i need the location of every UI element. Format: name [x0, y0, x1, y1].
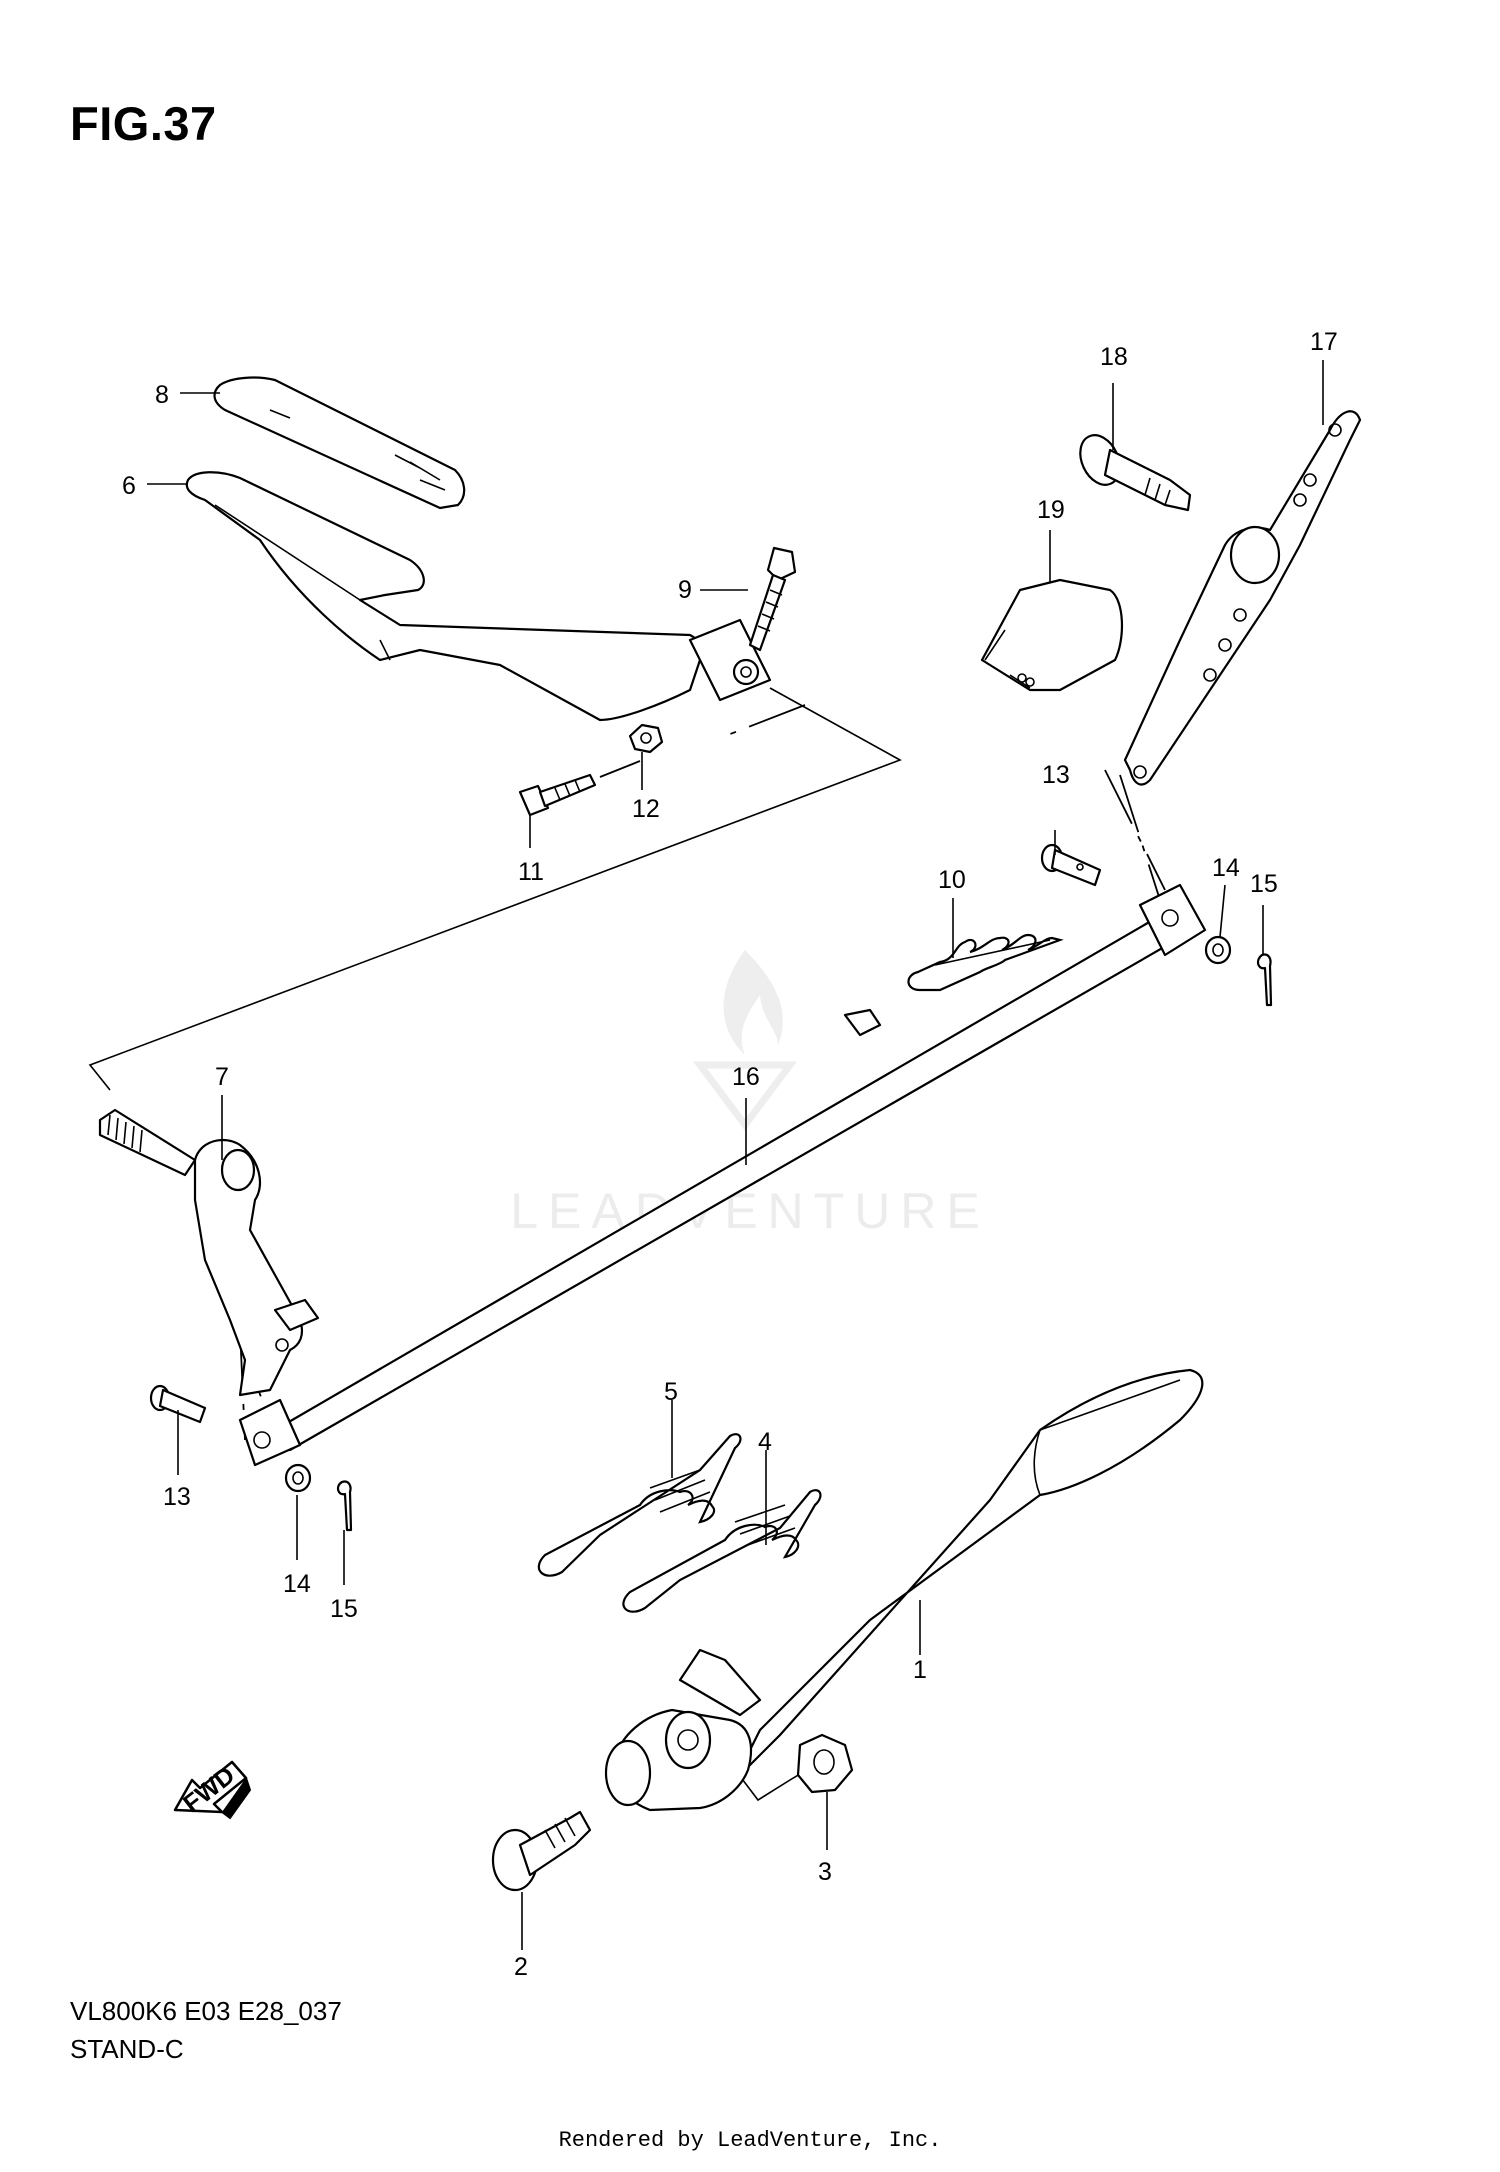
callout-1: 1 [913, 1656, 927, 1684]
part-10-spring [907, 933, 1064, 992]
callout-10: 10 [938, 866, 966, 894]
part-1-side-stand [604, 1368, 1204, 1812]
callout-14-lower: 14 [283, 1570, 311, 1598]
part-6-brake-pedal [185, 471, 772, 722]
callout-15-right: 15 [1250, 870, 1278, 898]
part-19-cover [980, 578, 1124, 692]
callout-14-right: 14 [1212, 854, 1240, 882]
footer-credit: Rendered by LeadVenture, Inc. [558, 2128, 942, 2153]
figure-title: FIG.37 [70, 97, 217, 150]
callout-18: 18 [1100, 343, 1128, 371]
callout-13-upper: 13 [1042, 761, 1070, 789]
part-3-nut [796, 1733, 854, 1794]
callout-6: 6 [122, 472, 136, 500]
part-14-washer-lower [284, 1463, 312, 1493]
callout-labels: 8 6 9 12 11 18 17 19 13 10 14 15 16 7 13… [122, 328, 1338, 1981]
callout-16: 16 [732, 1063, 760, 1091]
model-code: VL800K6 E03 E28_037 [70, 1996, 342, 2026]
part-13-pin-upper [1040, 843, 1102, 887]
callout-9: 9 [678, 576, 692, 604]
fwd-arrow-icon: FWD [173, 1760, 252, 1820]
part-15-cotter-pin-lower [336, 1480, 353, 1532]
callout-7: 7 [215, 1063, 229, 1091]
part-14-washer-right [1204, 935, 1232, 965]
callout-15-lower: 15 [330, 1595, 358, 1623]
part-11-bolt [518, 773, 597, 817]
callout-5: 5 [664, 1378, 678, 1406]
part-16-rod [238, 883, 1207, 1467]
part-8-pedal-rubber [213, 376, 466, 510]
part-13-pin-lower [149, 1384, 207, 1424]
part-2-bolt [491, 1810, 592, 1892]
leadventure-watermark: LEADVENTURE [510, 950, 990, 1239]
section-name: STAND-C [70, 2034, 184, 2064]
watermark-text: LEADVENTURE [510, 1183, 990, 1239]
part-12-nut [628, 723, 664, 754]
callout-19: 19 [1037, 496, 1065, 524]
part-5-spring [537, 1433, 742, 1577]
callout-17: 17 [1310, 328, 1338, 356]
callout-4: 4 [758, 1428, 772, 1456]
part-4-spring [622, 1489, 822, 1613]
part-7-lever-shaft [98, 1108, 320, 1397]
callout-3: 3 [818, 1858, 832, 1886]
callout-11: 11 [518, 858, 544, 886]
callout-13-lower: 13 [163, 1483, 191, 1511]
part-17-arm [1123, 410, 1362, 786]
callout-2: 2 [514, 1953, 528, 1981]
part-15-cotter-pin-right [1256, 953, 1273, 1007]
part-18-bolt [1079, 434, 1192, 512]
leader-lines [147, 360, 1324, 1950]
callout-8: 8 [155, 381, 169, 409]
part-9-bolt [748, 546, 797, 652]
callout-12: 12 [632, 795, 660, 823]
